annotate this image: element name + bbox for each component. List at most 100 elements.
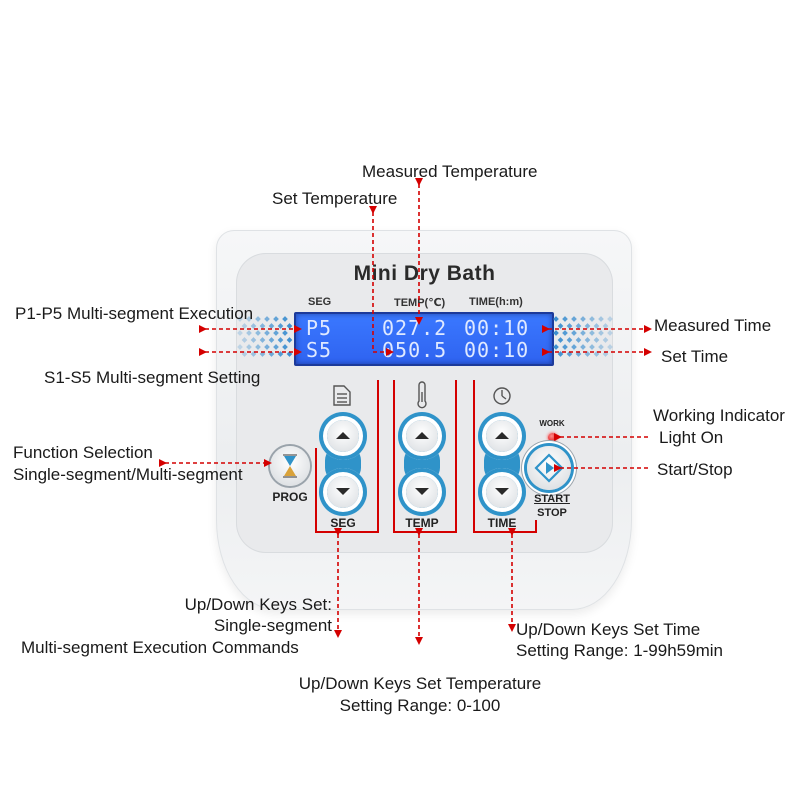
callout-function-selection-1: Function Selection (13, 443, 153, 462)
work-indicator-led (548, 433, 557, 442)
decorative-dot (598, 330, 604, 336)
decorative-dot (598, 344, 604, 350)
decorative-dot (557, 337, 564, 343)
annotation-arrows (159, 178, 652, 645)
up-arrow-icon (336, 432, 350, 439)
seg-down-button[interactable] (319, 468, 367, 516)
down-arrow-icon (415, 488, 429, 495)
callout-measured-temperature: Measured Temperature (362, 162, 538, 181)
decorative-dot (277, 323, 284, 329)
seg-key-label: SEG (330, 516, 356, 530)
decorative-dot (553, 316, 559, 322)
decorative-dot (273, 344, 279, 350)
arrow-set-temperature (369, 206, 394, 356)
decorative-dot (259, 323, 266, 329)
decorative-dot (246, 330, 252, 336)
decorative-dot (575, 323, 582, 329)
key-group-brackets (315, 380, 537, 533)
time-down-button[interactable] (478, 468, 526, 516)
decorative-dot (589, 330, 595, 336)
decorative-dot (237, 344, 243, 350)
lcd-display: P5 027.2 00:10 S5 050.5 00:10 (294, 312, 554, 366)
decorative-dot (237, 330, 243, 336)
decorative-dot (259, 337, 266, 343)
decorative-dot (589, 344, 595, 350)
decorative-dot (571, 316, 577, 322)
seg-key-pair (319, 412, 367, 516)
temp-up-button[interactable] (398, 412, 446, 460)
time-up-button[interactable] (478, 412, 526, 460)
decorative-dot (273, 330, 279, 336)
decorative-dot (584, 323, 591, 329)
time-key-label: TIME (487, 516, 517, 530)
decorative-dot (571, 330, 577, 336)
callout-temp-keys-2: Setting Range: 0-100 (339, 696, 501, 715)
start-label: START (534, 493, 570, 505)
decorative-dot (598, 316, 604, 322)
decorative-dot (571, 344, 577, 350)
decorative-dot (562, 330, 568, 336)
thermometer-icon (417, 381, 427, 409)
decorative-dot (607, 316, 613, 322)
callout-time-keys-1: Up/Down Keys Set Time (516, 620, 701, 639)
decorative-dot (593, 337, 600, 343)
callout-temp-keys-1: Up/Down Keys Set Temperature (298, 674, 542, 693)
decorative-dot (553, 330, 559, 336)
temp-key-label: TEMP (405, 516, 439, 530)
prog-label: PROG (272, 490, 308, 504)
decorative-dot (562, 316, 568, 322)
temp-down-button[interactable] (398, 468, 446, 516)
document-icon (333, 385, 351, 406)
decorative-dot (282, 330, 288, 336)
decorative-dot (273, 316, 279, 322)
decorative-dot (602, 323, 609, 329)
decorative-dot (593, 323, 600, 329)
callout-set-temperature: Set Temperature (272, 189, 398, 208)
decorative-dot (282, 344, 288, 350)
lcd-setting-segment: S5 (306, 338, 333, 362)
callout-seg-keys-1: Up/Down Keys Set: (184, 595, 332, 614)
decorative-dot (557, 323, 564, 329)
decorative-dot (584, 337, 591, 343)
lcd-measured-time: 00:10 (464, 316, 530, 340)
callout-seg-keys-2: Single-segment (213, 616, 332, 635)
lcd-program-segment: P5 (306, 316, 333, 340)
decorative-dot (286, 337, 293, 343)
decorative-dot (580, 330, 586, 336)
decorative-dot (580, 344, 586, 350)
decorative-dot (553, 344, 559, 350)
decorative-dot (250, 337, 257, 343)
time-key-pair (478, 412, 526, 516)
clock-icon (493, 387, 511, 405)
decorative-dot (241, 337, 248, 343)
down-arrow-icon (336, 488, 350, 495)
decorative-dot (607, 330, 613, 336)
callout-seg-keys-3: Multi-segment Execution Commands (21, 638, 299, 657)
decorative-dot (246, 344, 252, 350)
callout-measured-time: Measured Time (654, 316, 772, 335)
decorative-dot (268, 337, 275, 343)
stop-label: STOP (537, 507, 567, 519)
lcd-set-time: 00:10 (464, 338, 530, 362)
callout-function-selection-2: Single-segment/Multi-segment (13, 465, 243, 484)
decorative-dot (246, 316, 252, 322)
decorative-dot (566, 323, 573, 329)
decorative-dot (264, 316, 270, 322)
decorative-dot (589, 316, 595, 322)
callout-start-stop: Start/Stop (657, 460, 733, 479)
decorative-dot (268, 323, 275, 329)
time-header: TIME(h:m) (469, 296, 523, 308)
decorative-dot (264, 330, 270, 336)
decorative-dot (282, 316, 288, 322)
down-arrow-icon (495, 488, 509, 495)
decorative-dot (607, 344, 613, 350)
decorative-dot (562, 344, 568, 350)
decorative-dot (264, 344, 270, 350)
right-dot-pattern (553, 316, 613, 357)
hourglass-icon (283, 454, 297, 478)
diamond-play-icon (534, 453, 564, 483)
decorative-dot (580, 316, 586, 322)
decorative-dot (575, 337, 582, 343)
work-label: WORK (539, 419, 565, 428)
seg-up-button[interactable] (319, 412, 367, 460)
